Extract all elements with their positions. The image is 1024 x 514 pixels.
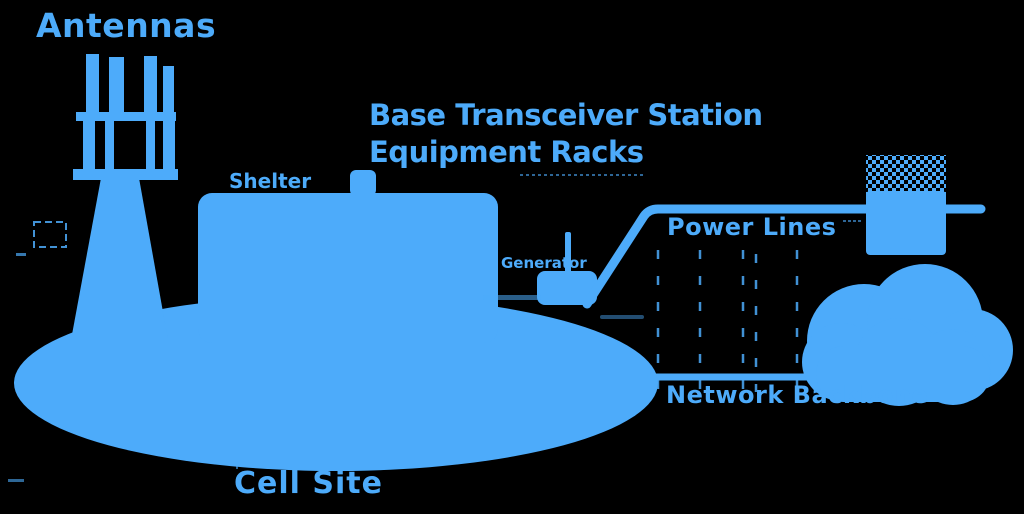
utility-poles [656, 250, 799, 392]
label-power-lines: Power Lines [667, 213, 837, 241]
label-base-transceiver-station: Base Transceiver Station Equipment Racks [369, 100, 763, 175]
site-cabinet-sketch [16, 221, 67, 256]
label-bts-line2: Equipment Racks [369, 135, 644, 170]
generator-icon [483, 232, 644, 319]
power-line [582, 204, 986, 309]
label-generator: Generator [501, 254, 587, 272]
label-bts-line1: Base Transceiver Station [369, 98, 763, 132]
equipment-rack-icon [866, 155, 946, 255]
antenna-tower-icon [71, 54, 178, 340]
cell-site-ground [14, 295, 658, 471]
shelter-building-icon [198, 170, 498, 343]
label-antennas: Antennas [36, 6, 217, 45]
network-cloud-icon [802, 264, 1013, 406]
label-cell-site: Cell Site [234, 466, 383, 501]
sketch-artifacts [8, 174, 861, 482]
label-network-backbone: Network Backbone [666, 381, 929, 409]
label-shelter: Shelter [229, 169, 312, 193]
